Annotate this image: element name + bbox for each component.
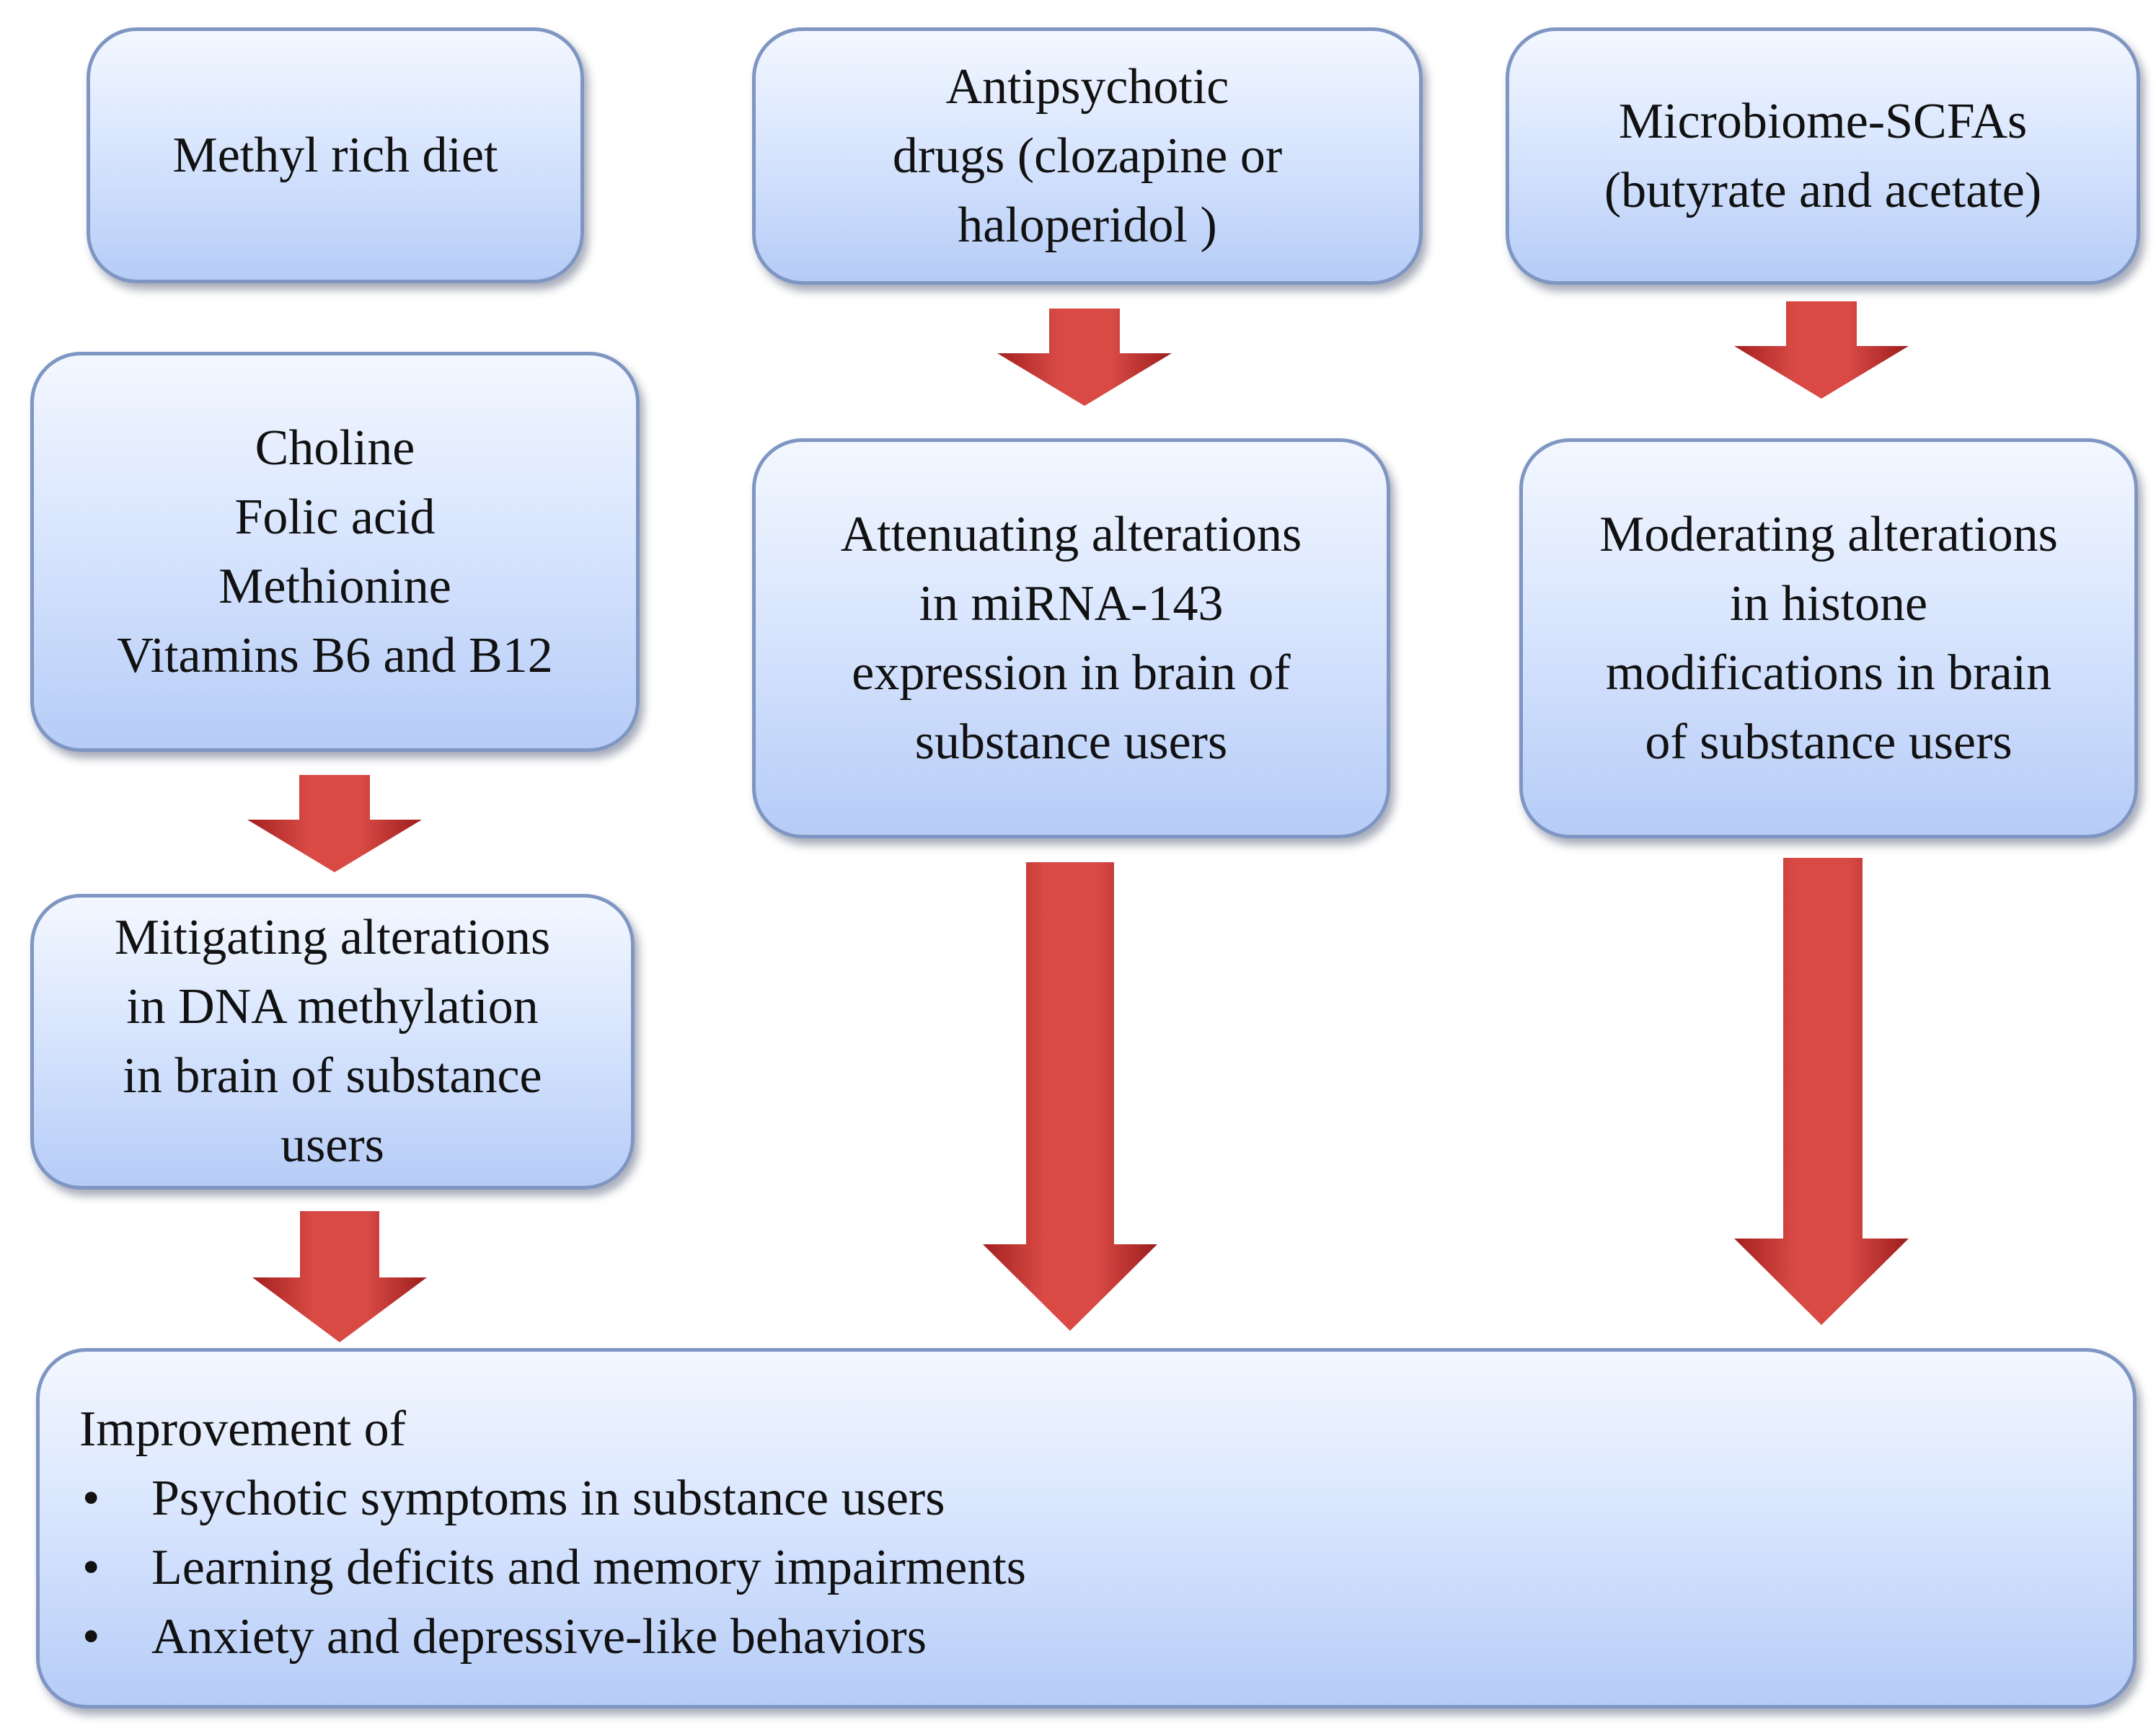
methyl-diet-line-1: Methyl rich diet [172, 127, 498, 183]
bullet-dot: • [82, 1471, 100, 1526]
arrow-antipsychotic-to-mirna [997, 309, 1172, 406]
improvement-item-text: Learning deficits and memory impairments [151, 1540, 1026, 1595]
mirna-line-4: substance users [914, 714, 1228, 770]
antipsychotic-line-2: drugs (clozapine or [892, 128, 1283, 184]
arrow-histone-to-improvement [1734, 858, 1909, 1325]
histone-alterations-box: Moderating alterations in histone modifi… [1519, 438, 2138, 838]
nutrient-vitamins: Vitamins B6 and B12 [117, 627, 553, 683]
histone-line-4: of substance users [1645, 714, 2013, 770]
microbiome-scfas-box: Microbiome-SCFAs (butyrate and acetate) [1506, 27, 2140, 285]
mirna-line-1: Attenuating alterations [840, 506, 1302, 562]
histone-line-2: in histone [1729, 575, 1928, 632]
dna-line-4: users [280, 1117, 384, 1173]
improvement-item-psychotic: • Psychotic symptoms in substance users [79, 1464, 1026, 1533]
antipsychotic-line-1: Antipsychotic [945, 58, 1229, 115]
improvement-item-anxiety: • Anxiety and depressive-like behaviors [79, 1603, 1026, 1672]
nutrients-box: Choline Folic acid Methionine Vitamins B… [30, 352, 640, 752]
improvement-heading: Improvement of [79, 1401, 406, 1457]
microbiome-line-1: Microbiome-SCFAs [1618, 93, 2028, 149]
mirna-line-2: in miRNA-143 [919, 575, 1224, 632]
histone-line-3: modifications in brain [1605, 644, 2052, 701]
microbiome-line-2: (butyrate and acetate) [1604, 162, 2042, 218]
arrow-microbiome-to-histone [1734, 301, 1909, 399]
nutrient-choline: Choline [255, 420, 415, 476]
dna-methylation-box: Mitigating alterations in DNA methylatio… [30, 894, 635, 1189]
arrow-nutrients-to-dna-methylation [247, 775, 422, 872]
bullet-dot: • [82, 1609, 100, 1665]
antipsychotic-drugs-box: Antipsychotic drugs (clozapine or halope… [752, 27, 1423, 285]
methyl-diet-box: Methyl rich diet [87, 27, 584, 283]
dna-line-1: Mitigating alterations [114, 910, 551, 965]
arrow-dna-methylation-to-improvement [252, 1211, 427, 1342]
dna-line-2: in DNA methylation [126, 979, 539, 1034]
histone-line-1: Moderating alterations [1599, 506, 2058, 562]
nutrient-methionine: Methionine [218, 558, 451, 614]
improvement-item-learning: • Learning deficits and memory impairmen… [79, 1533, 1026, 1603]
arrow-mirna-to-improvement [983, 862, 1157, 1331]
improvement-box: Improvement of • Psychotic symptoms in s… [36, 1348, 2137, 1709]
nutrient-folic-acid: Folic acid [234, 489, 436, 545]
improvement-item-text: Psychotic symptoms in substance users [151, 1471, 945, 1526]
antipsychotic-line-3: haloperidol ) [958, 197, 1217, 253]
bullet-dot: • [82, 1540, 100, 1595]
dna-line-3: in brain of substance [123, 1048, 542, 1104]
improvement-list: • Psychotic symptoms in substance users … [79, 1464, 1026, 1672]
mirna-line-3: expression in brain of [852, 644, 1291, 701]
improvement-item-text: Anxiety and depressive-like behaviors [151, 1609, 927, 1665]
mirna-alterations-box: Attenuating alterations in miRNA-143 exp… [752, 438, 1390, 838]
